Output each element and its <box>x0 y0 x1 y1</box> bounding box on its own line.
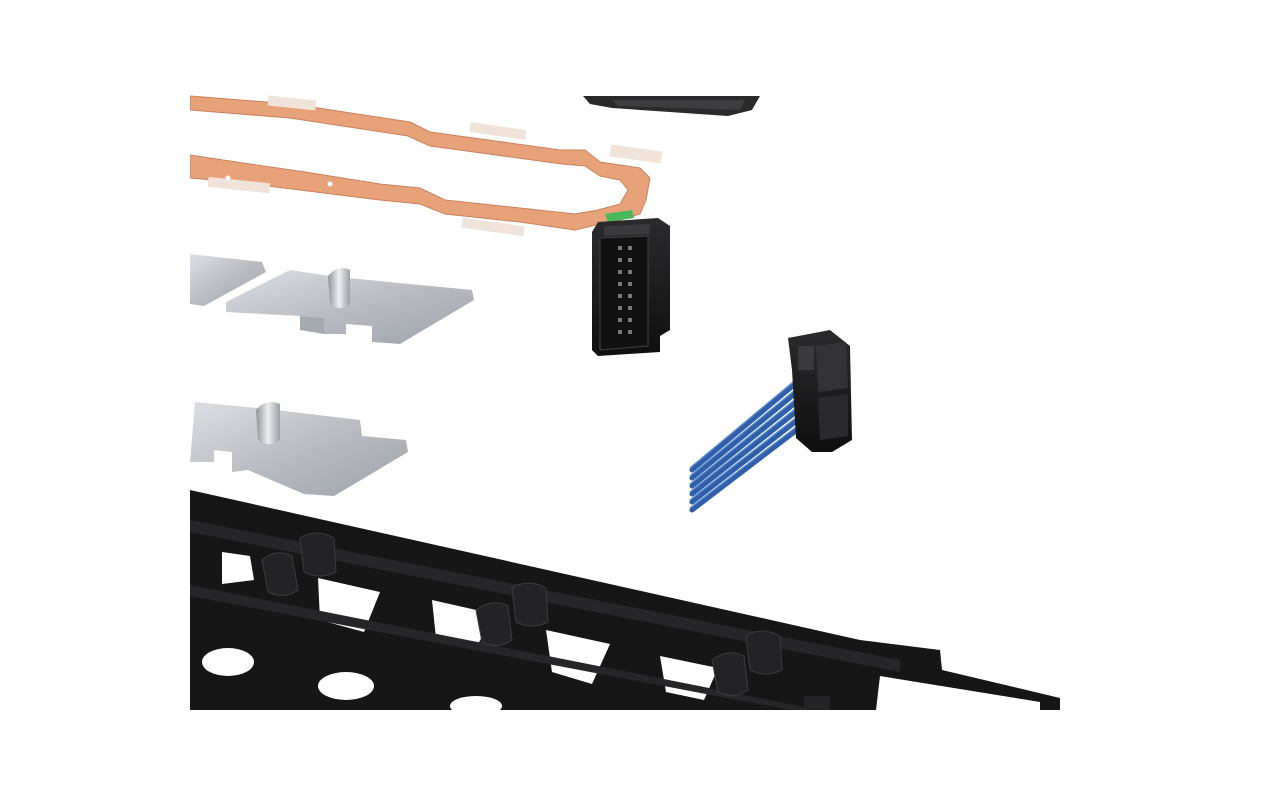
dark-cover-part <box>583 96 760 116</box>
copper-busbar-flex-circuit <box>190 95 663 237</box>
illustration-frame <box>190 95 1060 710</box>
aluminum-busbar-plate <box>190 254 474 496</box>
black-pin-header-connector <box>592 218 670 356</box>
assembly-svg <box>190 95 1060 710</box>
blue-wire-bundle <box>689 377 813 513</box>
wire-harness-connector <box>689 330 852 513</box>
black-cell-holder-frame <box>190 490 1060 710</box>
